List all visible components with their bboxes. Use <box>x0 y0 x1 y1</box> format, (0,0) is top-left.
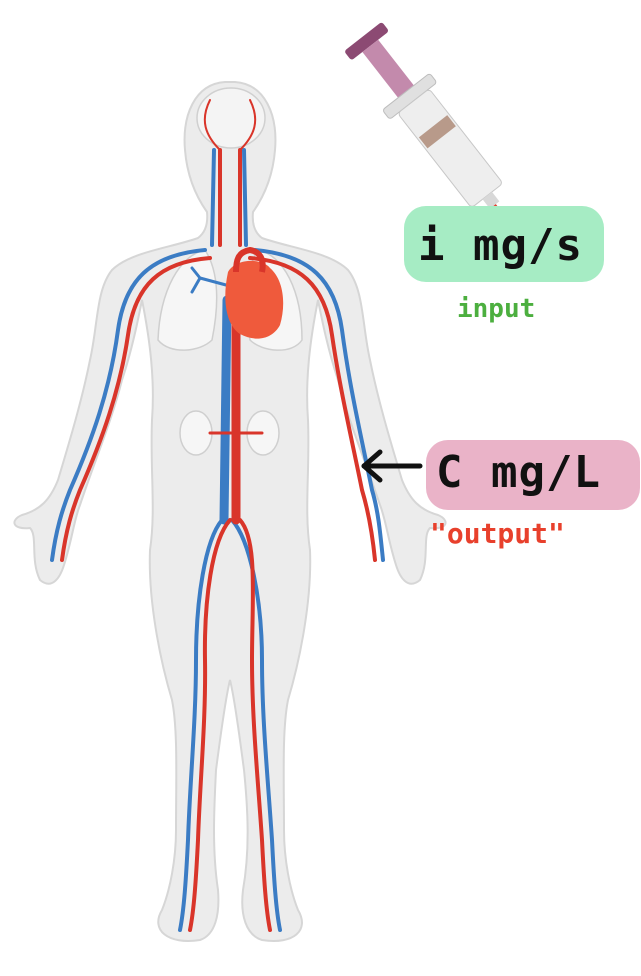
neck-vein-right <box>242 148 248 247</box>
syringe-plunger-cap <box>345 22 388 60</box>
input-rate-label: i mg/s <box>418 220 583 271</box>
syringe-icon <box>345 22 553 279</box>
head-arteries <box>203 99 257 151</box>
left-lung <box>157 249 218 351</box>
arm-artery-left <box>60 256 212 562</box>
left-kidney <box>179 410 213 456</box>
leg-artery-right <box>238 518 272 932</box>
body-silhouette <box>13 81 447 942</box>
syringe-hub <box>482 191 500 209</box>
output-concentration-label: C mg/L <box>436 447 601 498</box>
leg-vein-left <box>178 518 224 932</box>
arteries <box>60 99 377 932</box>
arm-vein-left <box>50 248 207 562</box>
vena-cava <box>219 295 232 525</box>
leg-artery-left <box>188 518 232 932</box>
neck-vein-left <box>210 148 216 247</box>
syringe-barrel <box>398 89 502 207</box>
heart-vessels <box>233 246 266 273</box>
output-concentration-highlight <box>426 440 640 510</box>
arm-vein-right <box>253 248 385 562</box>
lung-vein-branch <box>190 266 228 294</box>
output-caption: "output" <box>430 517 565 550</box>
brain <box>196 87 266 149</box>
arrow-left-icon <box>361 449 423 483</box>
input-caption: input <box>457 294 536 324</box>
heart <box>225 260 284 339</box>
syringe-plunger-tip <box>418 115 456 149</box>
human-body <box>13 81 447 942</box>
arm-artery-right <box>248 256 377 562</box>
input-rate-highlight <box>404 206 604 282</box>
syringe-plunger-rod <box>362 39 416 100</box>
